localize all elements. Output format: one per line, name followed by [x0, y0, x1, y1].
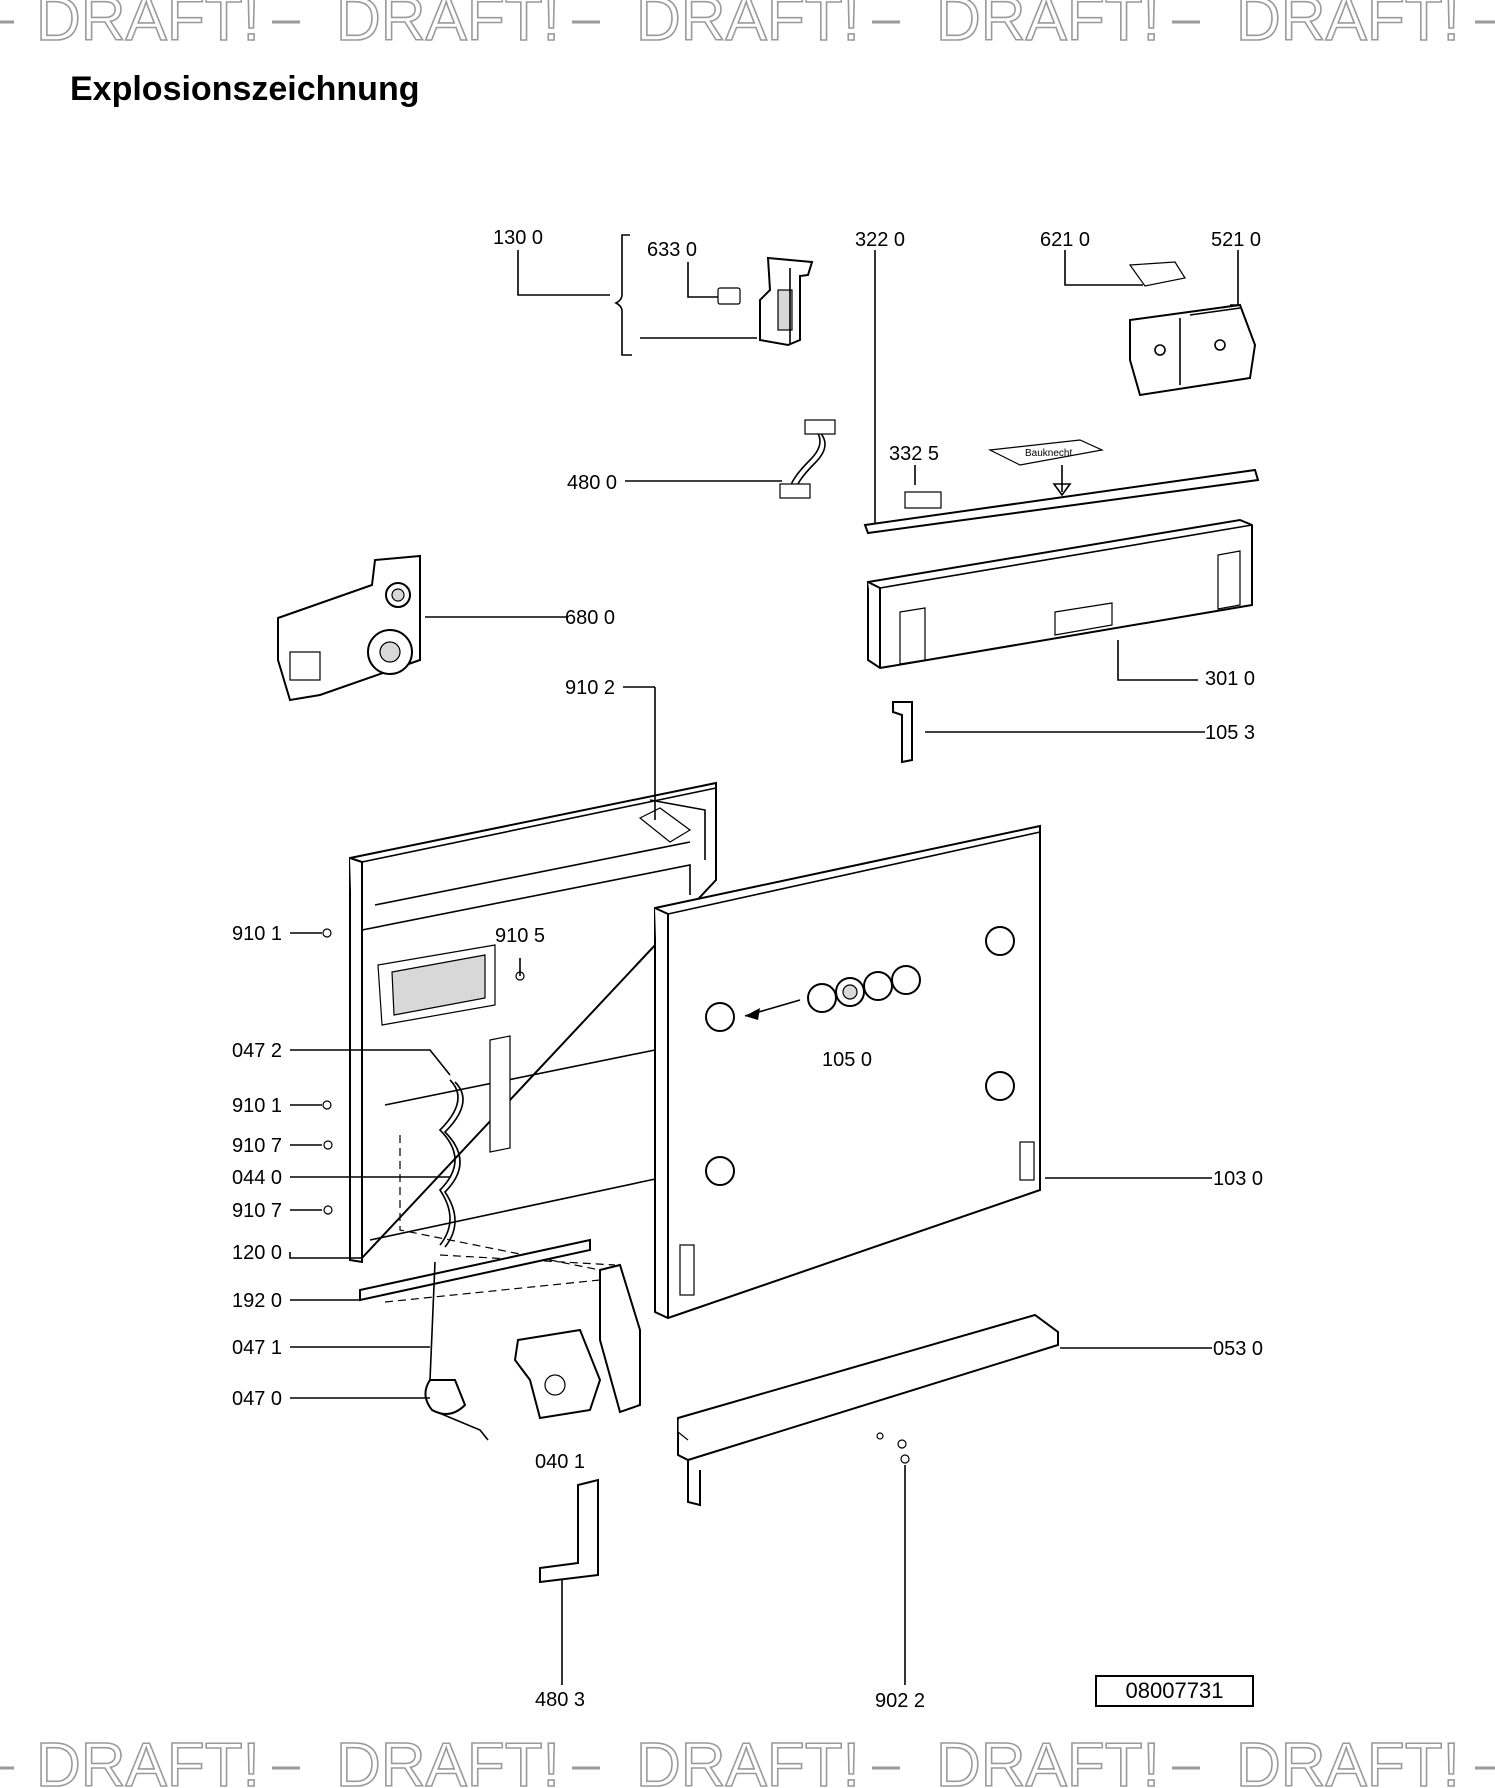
- callout-label: 910 7: [232, 1200, 282, 1222]
- hinge-spring-assembly: [289, 928, 641, 1441]
- callout-label: 047 0: [232, 1388, 282, 1410]
- callout-label: 910 1: [232, 923, 282, 945]
- callout-label: 480 0: [567, 472, 617, 494]
- callout-label: 120 0: [232, 1242, 282, 1264]
- bracket-clip: [892, 701, 1205, 764]
- watermark-text: DRAFT!: [636, 1731, 860, 1788]
- watermark-text: DRAFT!: [636, 0, 860, 48]
- inner-door-panel: [349, 686, 717, 1264]
- watermark-text: DRAFT!: [936, 1731, 1160, 1788]
- callout-label: 130 0: [493, 227, 543, 249]
- panel-strip: Bauknecht: [863, 250, 1260, 535]
- l-bracket: [539, 1478, 599, 1685]
- callout-label: 910 1: [232, 1095, 282, 1117]
- callout-label: 103 0: [1213, 1168, 1263, 1190]
- callout-label: 910 7: [232, 1135, 282, 1157]
- callout-label: 044 0: [232, 1167, 282, 1189]
- callout-label: 040 1: [535, 1451, 585, 1473]
- svg-text:Bauknecht: Bauknecht: [1025, 448, 1072, 459]
- callout-label: 480 3: [535, 1689, 585, 1711]
- watermark-text: DRAFT!: [36, 1731, 260, 1788]
- callout-label: 047 1: [232, 1337, 282, 1359]
- callout-label: 322 0: [855, 229, 905, 251]
- callout-label: 053 0: [1213, 1338, 1263, 1360]
- draft-watermark-top: DRAFT! DRAFT! DRAFT! DRAFT! DRAFT!: [0, 0, 1495, 48]
- detergent-dispenser: [277, 554, 568, 702]
- watermark-text: DRAFT!: [336, 0, 560, 48]
- watermark-text: DRAFT!: [936, 0, 1160, 48]
- callout-label: 047 2: [232, 1040, 282, 1062]
- callout-label: 621 0: [1040, 229, 1090, 251]
- outer-door-panel: [654, 824, 1212, 1320]
- watermark-text: DRAFT!: [36, 0, 260, 48]
- roller-set: [744, 965, 921, 1020]
- control-panel-fascia: [867, 518, 1253, 681]
- draft-watermark-bottom: DRAFT! DRAFT! DRAFT! DRAFT! DRAFT!: [0, 1728, 1495, 1788]
- door-lock-assembly: [517, 234, 814, 356]
- callout-label: 633 0: [647, 239, 697, 261]
- callout-label: 910 2: [565, 677, 615, 699]
- watermark-text: DRAFT!: [1236, 0, 1460, 48]
- callout-label: 192 0: [232, 1290, 282, 1312]
- callout-label: 105 3: [1205, 722, 1255, 744]
- watermark-text: DRAFT!: [336, 1731, 560, 1788]
- callout-label: 521 0: [1211, 229, 1261, 251]
- callout-label: 680 0: [565, 607, 615, 629]
- callout-label: 332 5: [889, 443, 939, 465]
- callout-label: 902 2: [875, 1690, 925, 1712]
- watermark-text: DRAFT!: [1236, 1731, 1460, 1788]
- callout-labels: 130 0 633 0 322 0 621 0 521 0 480 0 332 …: [232, 227, 1263, 1712]
- control-module: [1064, 250, 1257, 397]
- callout-label: 105 0: [822, 1049, 872, 1071]
- callout-label: 910 5: [495, 925, 545, 947]
- wire-harness: [625, 419, 836, 499]
- callout-label: 301 0: [1205, 668, 1255, 690]
- document-number: 08007731: [1095, 1675, 1254, 1707]
- page-title: Explosionszeichnung: [70, 70, 420, 108]
- kick-plate: [677, 1313, 1212, 1685]
